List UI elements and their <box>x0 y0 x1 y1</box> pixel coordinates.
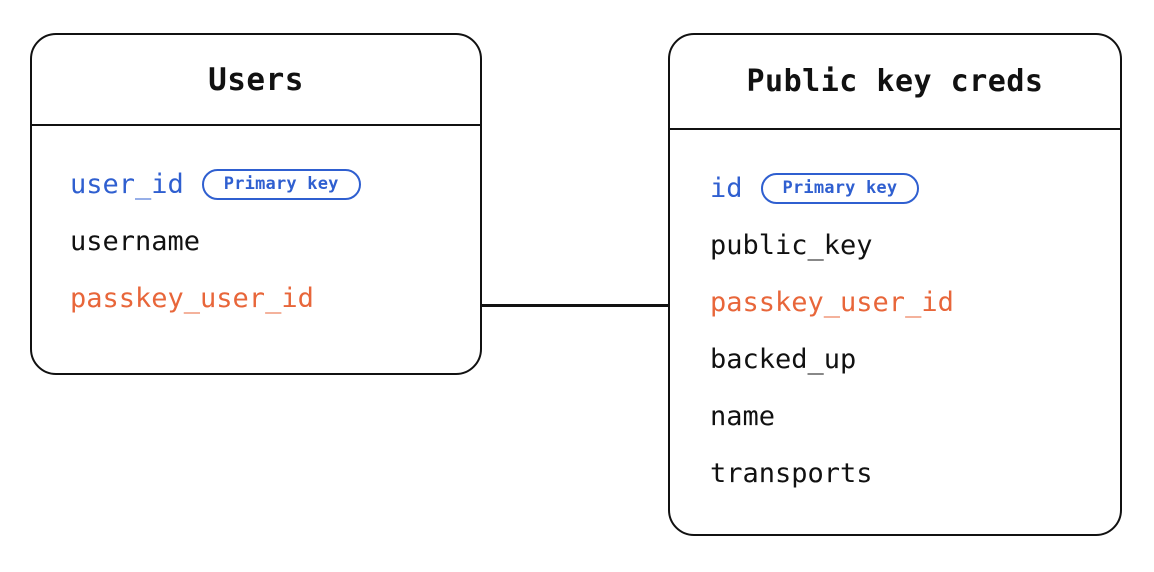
primary-key-badge-label: Primary key <box>223 174 339 194</box>
primary-key-badge-label: Primary key <box>782 178 898 198</box>
entity-field-list-users: user_id Primary key username passkey_use… <box>32 126 480 327</box>
entity-header-users: Users <box>32 35 480 126</box>
relationship-line-users-to-public-key-creds <box>481 304 670 307</box>
field-row-user-id[interactable]: user_id Primary key <box>70 156 480 213</box>
field-name-name: name <box>710 401 776 432</box>
field-name-username: username <box>70 226 201 257</box>
field-row-id[interactable]: id Primary key <box>710 160 1120 217</box>
field-name-transports: transports <box>710 458 873 489</box>
field-name-public-key: public_key <box>710 230 873 261</box>
field-row-username[interactable]: username <box>70 213 480 270</box>
entity-header-public-key-creds: Public key creds <box>670 35 1120 130</box>
entity-title-users: Users <box>208 61 304 98</box>
field-row-public-key[interactable]: public_key <box>710 217 1120 274</box>
field-row-backed-up[interactable]: backed_up <box>710 331 1120 388</box>
primary-key-badge-id: Primary key <box>760 173 920 204</box>
entity-box-public-key-creds[interactable]: Public key creds id Primary key public_k… <box>668 33 1122 536</box>
field-row-passkey-user-id-creds[interactable]: passkey_user_id <box>710 274 1120 331</box>
field-row-passkey-user-id-users[interactable]: passkey_user_id <box>70 270 480 327</box>
field-row-transports[interactable]: transports <box>710 445 1120 502</box>
entity-title-public-key-creds: Public key creds <box>746 64 1044 99</box>
entity-field-list-public-key-creds: id Primary key public_key passkey_user_i… <box>670 130 1120 502</box>
field-row-name[interactable]: name <box>710 388 1120 445</box>
field-name-id: id <box>710 173 743 204</box>
field-name-passkey-user-id: passkey_user_id <box>70 283 314 314</box>
primary-key-badge-user-id: Primary key <box>201 169 361 200</box>
field-name-passkey-user-id: passkey_user_id <box>710 287 954 318</box>
field-name-backed-up: backed_up <box>710 344 857 375</box>
field-name-user-id: user_id <box>70 169 184 200</box>
entity-box-users[interactable]: Users user_id Primary key username passk… <box>30 33 482 375</box>
